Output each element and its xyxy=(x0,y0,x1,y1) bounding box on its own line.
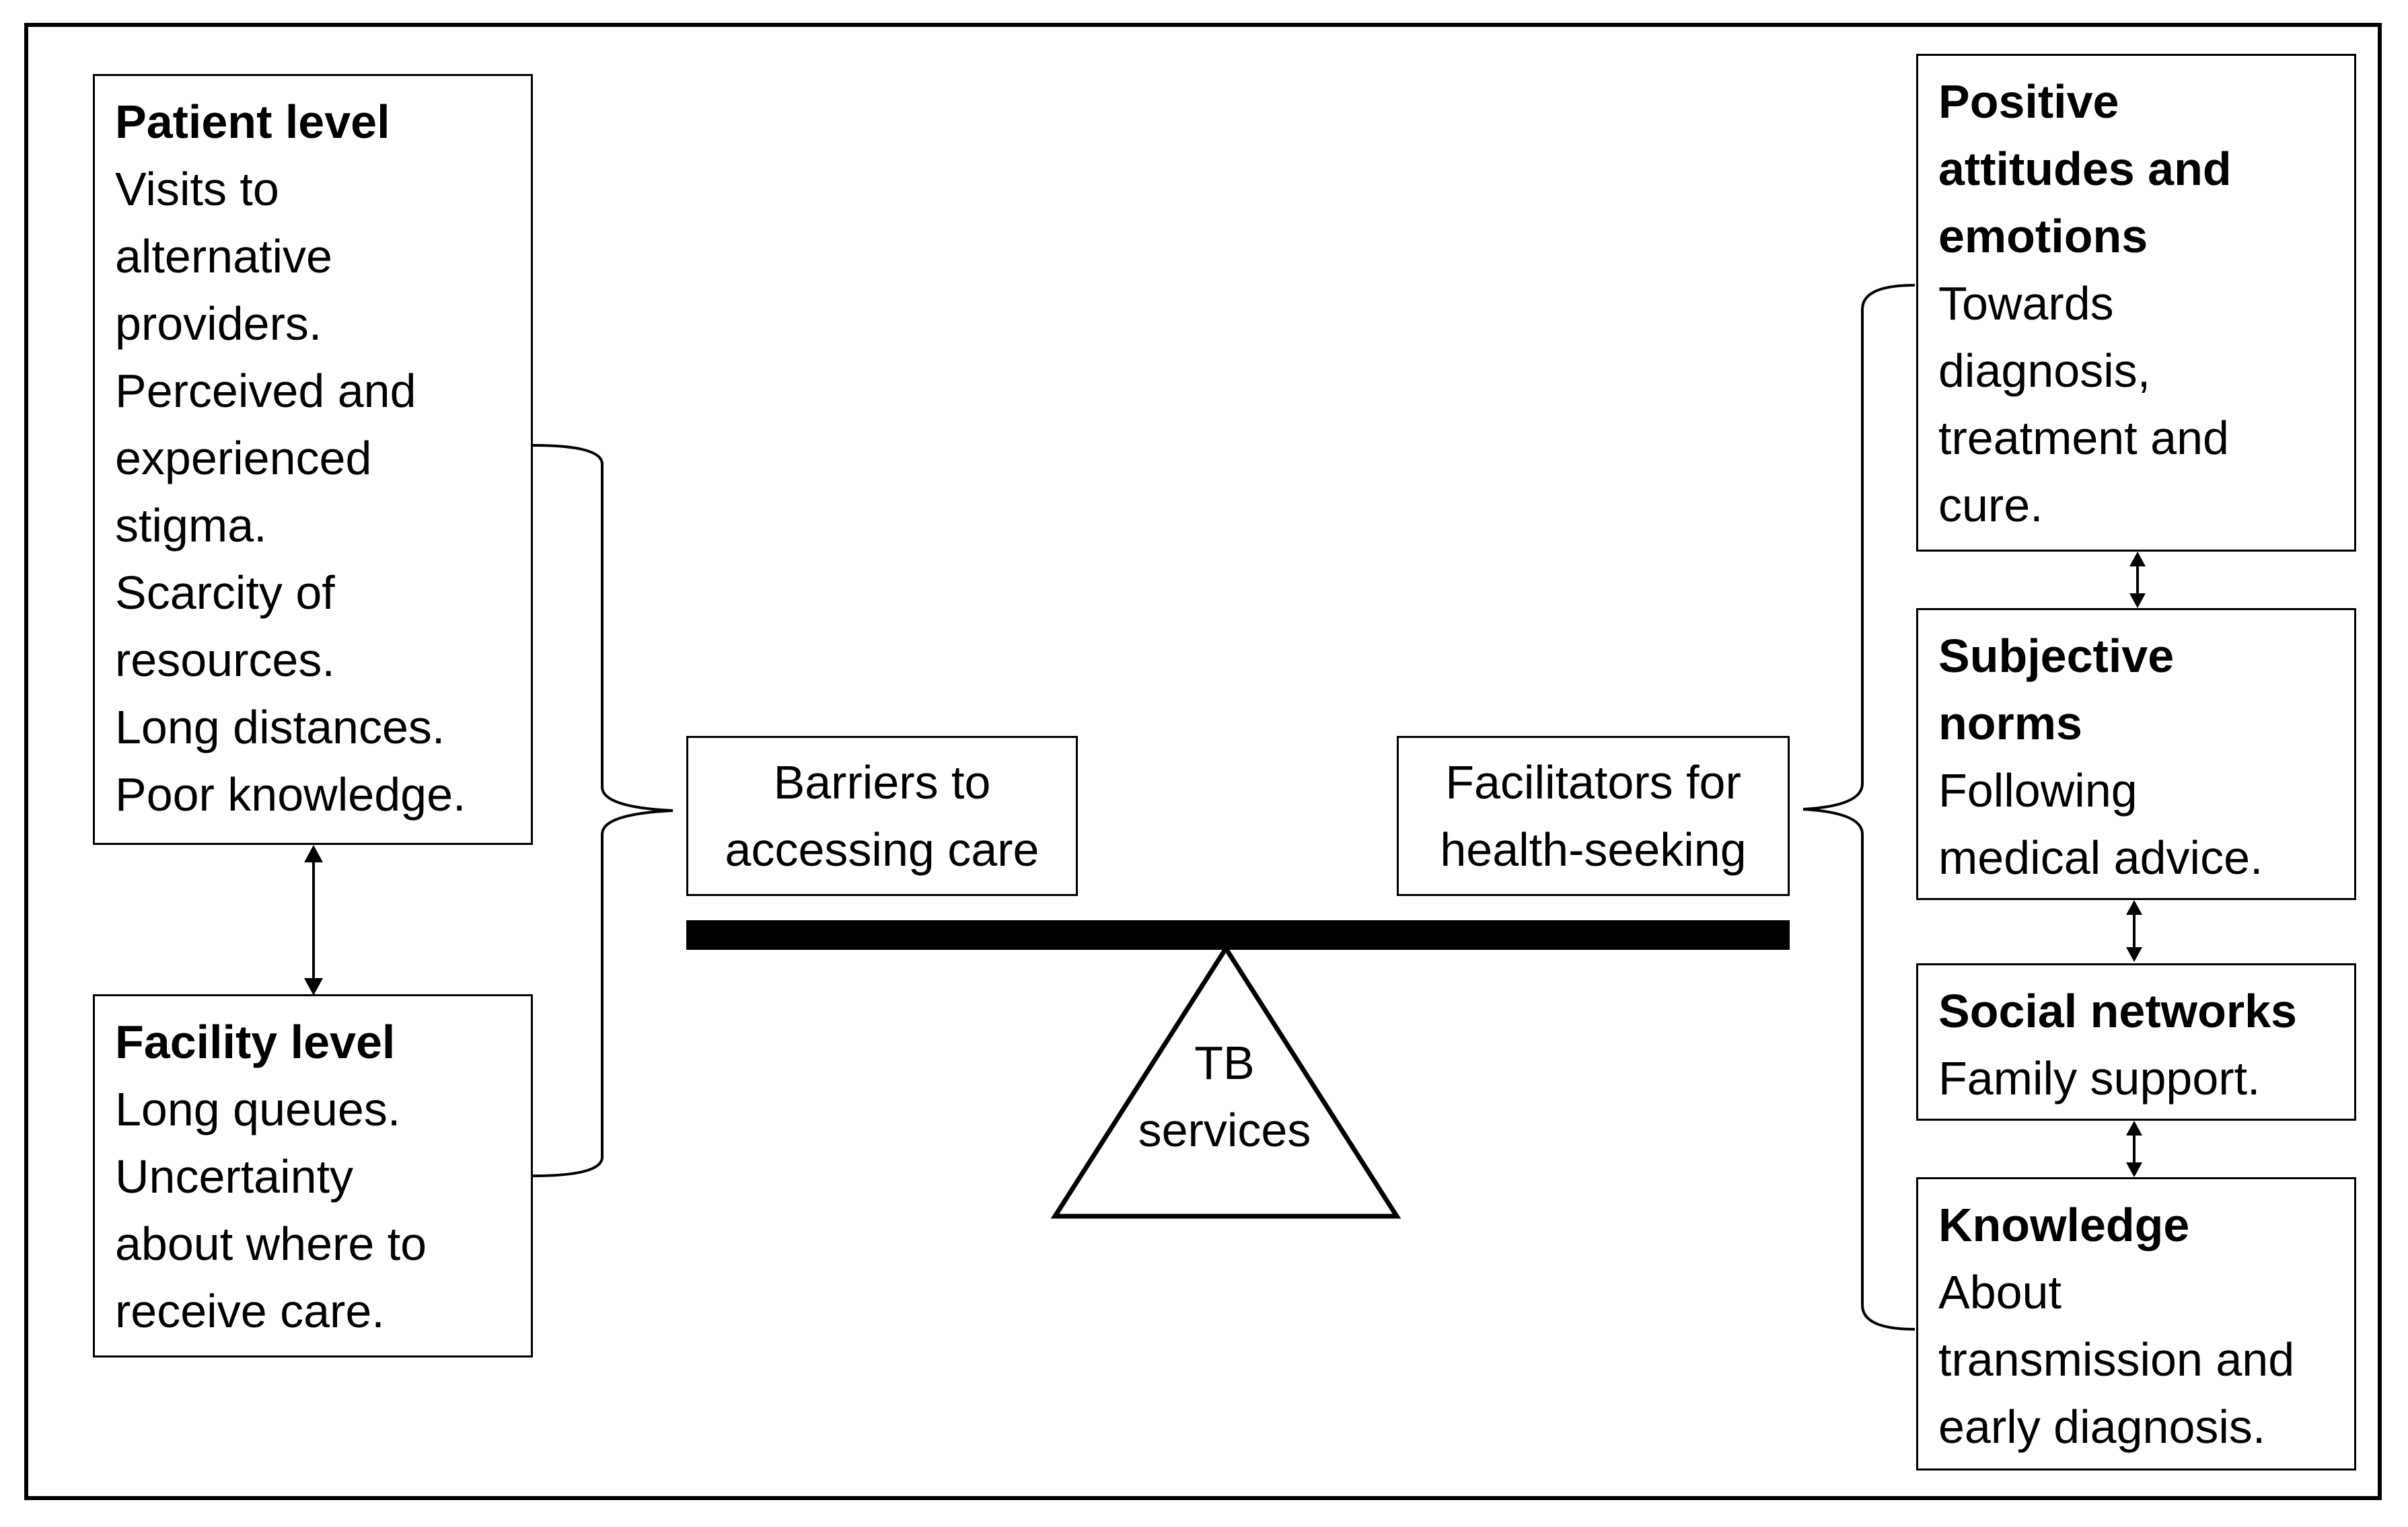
barriers-label-box: Barriers to accessing care xyxy=(686,736,1078,896)
social-knowledge-arrow xyxy=(2126,1121,2142,1177)
patient-level-box: Patient level Visits to alternative prov… xyxy=(93,74,533,845)
facility-level-box: Facility level Long queues. Uncertainty … xyxy=(93,994,533,1357)
knowledge-body: About transmission and early diagnosis. xyxy=(1938,1266,2295,1453)
fulcrum-label: TB services xyxy=(1138,1037,1311,1156)
outer-frame xyxy=(24,23,2382,1500)
seesaw-beam xyxy=(686,920,1790,950)
attitudes-norms-arrow xyxy=(2129,552,2146,608)
knowledge-box: Knowledge About transmission and early d… xyxy=(1916,1177,2356,1470)
fulcrum-triangle xyxy=(1050,944,1401,1219)
norms-social-arrow xyxy=(2126,900,2142,962)
attitudes-title: Positive attitudes and emotions xyxy=(1938,75,2232,262)
social-networks-body: Family support. xyxy=(1938,1052,2261,1105)
knowledge-title: Knowledge xyxy=(1938,1199,2190,1251)
patient-facility-arrow xyxy=(304,845,323,996)
attitudes-box: Positive attitudes and emotions Towards … xyxy=(1916,54,2356,552)
facilitators-label-box: Facilitators for health-seeking xyxy=(1397,736,1790,896)
right-brace xyxy=(1802,284,1916,1331)
social-networks-box: Social networks Family support. xyxy=(1916,963,2356,1121)
social-networks-title: Social networks xyxy=(1938,985,2297,1037)
subjective-norms-title: Subjective norms xyxy=(1938,630,2175,749)
subjective-norms-box: Subjective norms Following medical advic… xyxy=(1916,608,2356,900)
attitudes-body: Towards diagnosis, treatment and cure. xyxy=(1938,277,2229,531)
left-brace xyxy=(532,444,673,1177)
patient-level-body: Visits to alternative providers. Perceiv… xyxy=(115,163,466,821)
facility-level-title: Facility level xyxy=(115,1016,396,1068)
subjective-norms-body: Following medical advice. xyxy=(1938,764,2263,884)
facility-level-body: Long queues. Uncertainty about where to … xyxy=(115,1083,427,1337)
patient-level-title: Patient level xyxy=(115,96,390,148)
